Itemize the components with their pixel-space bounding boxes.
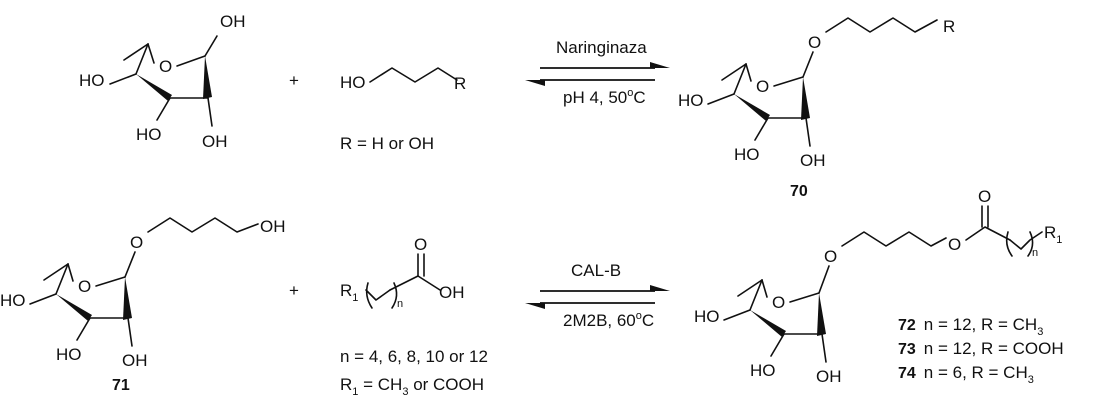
product-r: R [943, 17, 955, 36]
fatty-acid-structure: R1 n O OH [340, 235, 465, 310]
ester-n: n [1032, 247, 1038, 259]
alcohol-structure: HO R [340, 67, 466, 93]
acid-oh: OH [439, 283, 465, 302]
c4-ho-70: HO [678, 91, 704, 110]
glycoside-71-structure: O OH O HO HO OH [0, 217, 286, 370]
plus-sign-2: + [289, 281, 299, 300]
ring-oxygen: O [159, 57, 172, 76]
conditions-2: 2M2B, 60oC [563, 310, 654, 330]
n-definition: n = 4, 6, 8, 10 or 12 [340, 347, 488, 366]
alcohol-ho: HO [340, 73, 366, 92]
c2-oh: OH [202, 132, 228, 151]
equilibrium-arrow-1 [525, 62, 670, 86]
c3-ho-70: HO [734, 145, 760, 164]
conditions-1: pH 4, 50oC [563, 87, 646, 107]
acid-r1: R1 [340, 281, 358, 304]
ester-oxygen: O [948, 235, 961, 254]
c4-ho: HO [79, 71, 105, 90]
acid-carbonyl-o: O [414, 235, 427, 254]
r1-definition: R1 = CH3 or COOH [340, 375, 484, 396]
c3-ho-71: HO [56, 345, 82, 364]
c4-ho-product: HO [694, 307, 720, 326]
alcohol-r: R [454, 74, 466, 93]
ring-oxygen-product: O [772, 293, 785, 312]
ester-r1: R1 [1044, 223, 1062, 246]
c2-oh-70: OH [800, 151, 826, 170]
acid-n: n [397, 298, 403, 310]
ring-oxygen-71: O [78, 277, 91, 296]
glycosidic-oxygen-71: O [130, 233, 143, 252]
c2-oh-71: OH [122, 351, 148, 370]
rhamnose-structure: O OH HO HO OH [79, 12, 246, 151]
terminal-oh-71: OH [260, 217, 286, 236]
c3-ho: HO [136, 125, 162, 144]
reagent-naringinase: Naringinaza [556, 38, 647, 57]
ring-oxygen-70: O [756, 77, 769, 96]
c2-oh-product: OH [816, 367, 842, 386]
glycoside-70-structure: O R O HO HO OH [678, 17, 955, 170]
compound-label-71: 71 [112, 377, 130, 394]
r-definition: R = H or OH [340, 134, 434, 153]
reagent-cal-b: CAL-B [571, 261, 621, 280]
c4-ho-71: HO [0, 291, 26, 310]
glycosidic-oxygen-product: O [824, 247, 837, 266]
plus-sign: + [289, 71, 299, 90]
ester-product-structure: O O O n R1 O HO HO OH [694, 187, 1062, 386]
c3-ho-product: HO [750, 361, 776, 380]
anomeric-oh: OH [220, 12, 246, 31]
equilibrium-arrow-2 [525, 285, 670, 309]
glycosidic-oxygen: O [808, 33, 821, 52]
compound-label-70: 70 [790, 183, 808, 200]
ester-carbonyl-o: O [978, 187, 991, 206]
